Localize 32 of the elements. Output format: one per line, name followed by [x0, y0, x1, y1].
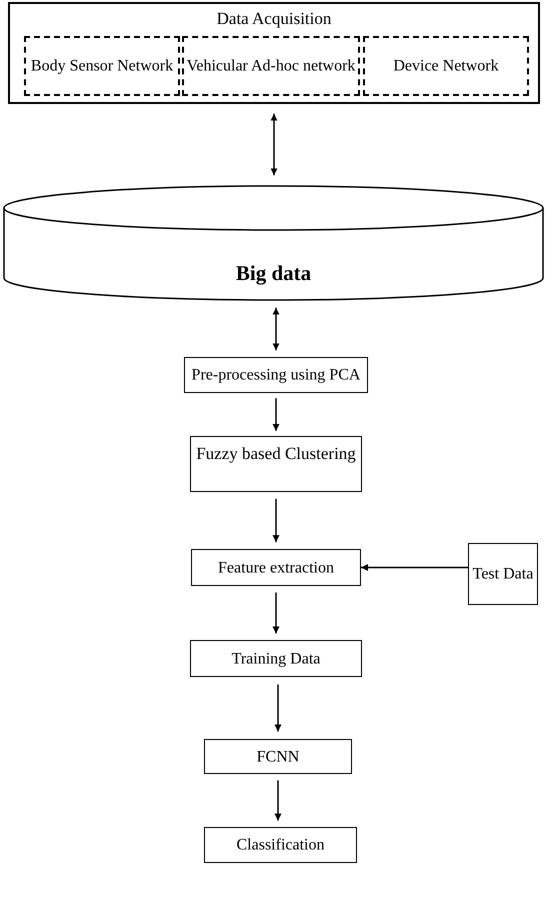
database-cylinder: [3, 185, 544, 301]
node-label: Feature extraction: [217, 558, 335, 578]
node-label: Pre-processing using PCA: [190, 366, 362, 386]
node-label: Training Data: [230, 649, 322, 669]
process-box: [190, 436, 362, 492]
process-box: [204, 827, 357, 863]
process-box: [468, 543, 538, 605]
dashed-box: [24, 36, 180, 96]
process-box: [191, 549, 361, 586]
node-label: Test Data: [472, 564, 534, 584]
arrow: [272, 498, 280, 542]
node-label: Vehicular Ad-hoc network: [186, 56, 356, 76]
arrow: [272, 592, 280, 634]
node-label: Device Network: [392, 56, 500, 76]
arrow: [274, 684, 282, 732]
node-label: Big data: [234, 263, 312, 284]
node-label: Classification: [236, 836, 326, 856]
node-label: Data Acquisition: [216, 8, 332, 29]
node-label: Body Sensor Network: [30, 56, 174, 76]
arrow: [361, 564, 468, 571]
process-box: [184, 357, 368, 393]
arrow: [272, 398, 280, 431]
process-box: [190, 640, 362, 677]
arrow: [272, 308, 280, 350]
dashed-box: [182, 36, 360, 96]
dashed-box: [363, 36, 529, 96]
arrow: [274, 780, 282, 821]
node-label: Fuzzy based Clustering: [195, 443, 357, 464]
process-box: [204, 739, 352, 774]
group-box: [8, 2, 540, 104]
arrow: [270, 114, 278, 176]
node-label: FCNN: [256, 747, 300, 767]
